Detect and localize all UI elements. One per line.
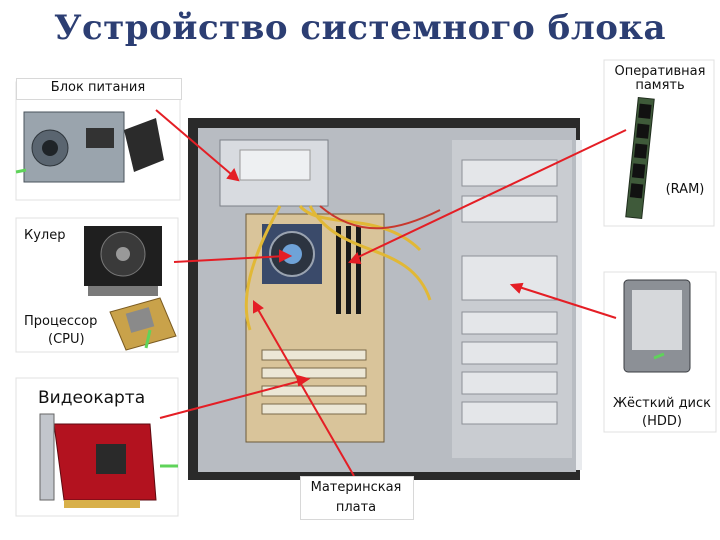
psu-label: Блок питания [50,80,146,95]
cpu-label-line2: (CPU) [48,332,85,347]
hdd-photo [603,271,717,433]
gpu-label: Видеокарта [38,388,146,408]
hdd-label-line1: Жёсткий диск [612,396,712,411]
motherboard-label-line2: плата [335,500,377,515]
ram-label-line1: Оперативная [614,64,706,79]
computer-case [188,118,582,480]
ram-label-abbr: (RAM) [665,182,705,197]
cpu-label-line1: Процессор [24,314,98,329]
pointer-lines [155,109,627,477]
ram-label-line2: память [635,78,685,93]
connector-lines [15,168,665,468]
cooler-label: Кулер [24,228,66,243]
psu-label-box [16,78,182,100]
motherboard-label-line1: Материнская [310,480,402,495]
gpu-photo [15,377,179,517]
psu-photo [15,81,181,201]
slide-title: Устройство системного блока [53,8,667,48]
ram-photo [603,59,715,227]
cpu-photo [109,297,177,351]
hdd-label-line2: (HDD) [642,414,682,429]
motherboard-label-box [300,476,414,520]
